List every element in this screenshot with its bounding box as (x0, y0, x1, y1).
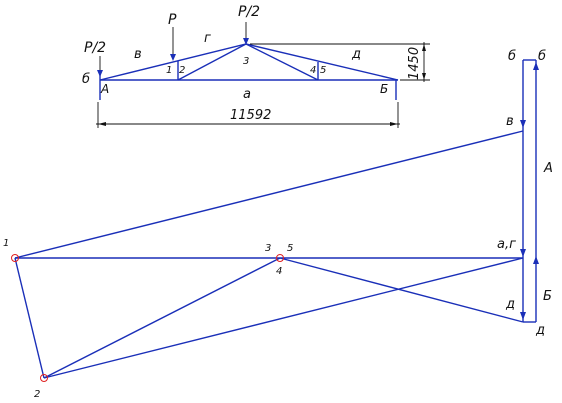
force-node-label-3: 3 (265, 243, 271, 254)
node-label-4: 4 (310, 65, 316, 76)
panel-label-g: г (204, 31, 211, 46)
node-label-5: 5 (320, 65, 326, 76)
reaction-label-b: Б (543, 289, 552, 304)
load-arrowhead-left (97, 70, 103, 77)
force-node-label-1: 1 (3, 238, 9, 249)
load-label-left: P/2 (84, 40, 106, 56)
node-label-3: 3 (243, 56, 249, 67)
load-arrowhead-d (520, 312, 526, 320)
reaction-label-a: А (543, 161, 553, 176)
node-label-1: 1 (166, 65, 172, 76)
force-line-2-ag (43, 257, 524, 379)
force-node-label-4: 4 (276, 266, 282, 277)
force-line-4-d (279, 257, 524, 323)
load-arrowhead-bv (520, 120, 526, 128)
height-dim-arrow-bottom (422, 73, 426, 80)
force-node-label-2: 2 (34, 389, 40, 400)
height-dim-arrow-top (422, 44, 426, 51)
force-line-v-1 (14, 130, 524, 259)
panel-label-a: а (243, 87, 251, 102)
joint-3-marker (276, 254, 284, 262)
span-dim-arrow-left (98, 122, 106, 126)
force-line-2-3 (43, 257, 281, 379)
force-label-b-left: б (508, 49, 516, 64)
load-arrowhead-center (170, 54, 176, 61)
force-label-b-right: б (538, 49, 546, 64)
force-node-label-5: 5 (287, 243, 293, 254)
span-dimension-line (96, 102, 400, 128)
truss-scheme: P/2 P P/2 б в г д а А Б 1 2 3 4 5 11592 … (82, 4, 430, 128)
node-label-2: 2 (179, 65, 185, 76)
joint-1-marker (11, 254, 19, 262)
height-dimension-value: 1450 (407, 47, 422, 80)
force-line-1-2 (14, 257, 45, 379)
force-label-d-left: д (505, 297, 515, 312)
force-label-d-right: д (535, 323, 545, 338)
support-label-a: А (100, 82, 109, 96)
load-label-center: P (168, 12, 177, 28)
force-label-ag: а,г (497, 237, 516, 252)
reaction-arrowhead-a (533, 62, 539, 70)
load-arrowhead-ag (520, 249, 526, 257)
force-label-v: в (506, 114, 514, 129)
height-extension-lines (250, 43, 430, 81)
span-dimension-value: 11592 (230, 108, 271, 123)
force-diagram: б б в а,г А Б д д 1 2 3 4 5 (3, 49, 553, 400)
panel-label-d: д (351, 47, 361, 62)
joint-2-marker (40, 374, 48, 382)
load-arrowhead-top (243, 38, 249, 45)
span-dim-arrow-right (390, 122, 398, 126)
support-label-b: Б (380, 82, 388, 96)
truss-web-members (177, 43, 319, 81)
reaction-arrowhead-b (533, 256, 539, 264)
load-label-top: P/2 (238, 4, 260, 20)
panel-label-b: б (82, 72, 90, 87)
panel-label-v: в (134, 47, 142, 62)
